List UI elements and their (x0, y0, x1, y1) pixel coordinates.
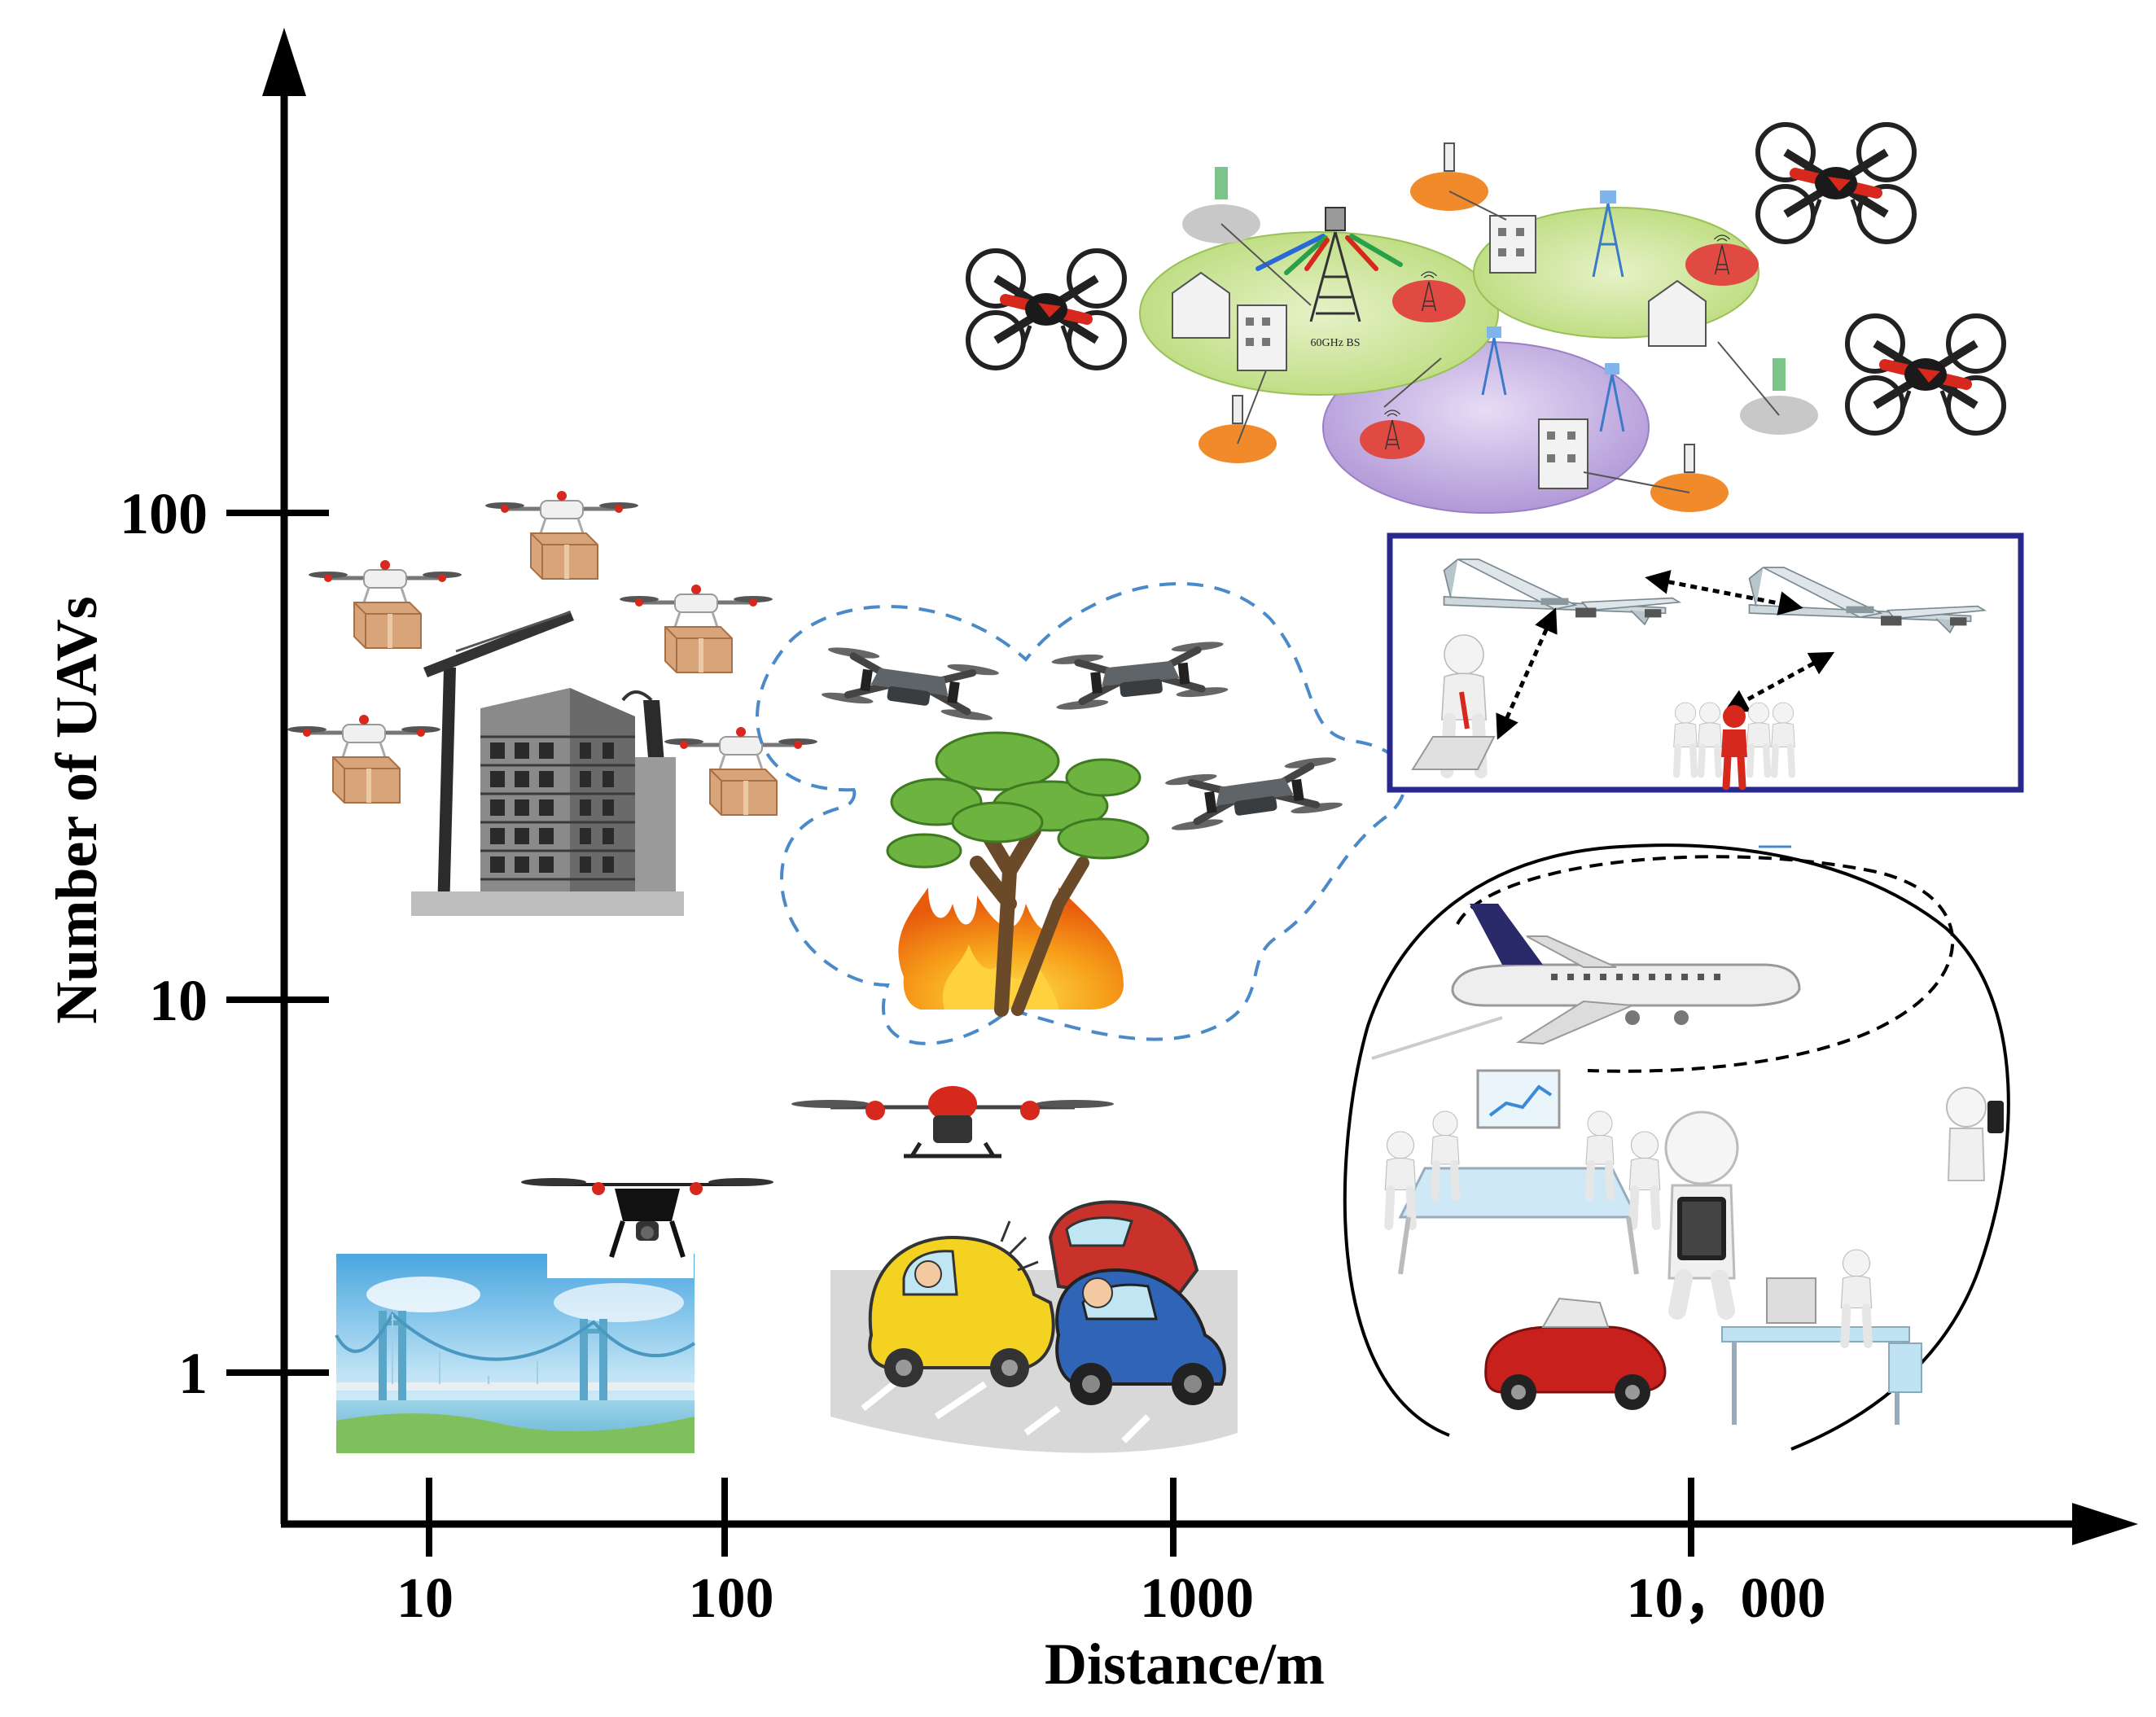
forest-fire-illustration (886, 731, 1150, 1017)
y-tick-label-1: 1 (178, 1341, 208, 1406)
delivery-drone-icon (664, 727, 817, 815)
mavic-drone-icon (1164, 756, 1343, 833)
cellular-network-illustration: 60GHz BS (1139, 142, 1818, 514)
quadcopter-drone-icon (1847, 316, 2004, 433)
construction-building-illustration (411, 611, 684, 916)
delivery-drone-icon (287, 715, 440, 803)
connectivity-globe (1343, 843, 2010, 1451)
air-to-ground-link (1496, 607, 1558, 740)
y-tick-label-100: 100 (120, 481, 208, 546)
x-tick-label-100: 100 (689, 1567, 774, 1630)
team-icon (1674, 703, 1795, 791)
x-axis-label: Distance/m (1045, 1632, 1325, 1697)
x-tick-label-10000: 10，000 (1627, 1567, 1826, 1630)
y-tick-label-10: 10 (149, 968, 208, 1033)
quadcopter-drone-icon (968, 251, 1124, 368)
mavic-drone-icon (1051, 640, 1229, 712)
airplane-icon (1371, 904, 1801, 1060)
meeting-room-illustration (1385, 1069, 1659, 1275)
operator-icon (1411, 635, 1496, 772)
camera-drone-icon (521, 1178, 773, 1258)
delivery-drone-icon (485, 491, 638, 579)
y-axis-label: Number of UAVs (44, 596, 109, 1023)
person-tablet-icon (1664, 1110, 1739, 1320)
person-laptop-icon (1721, 1250, 1922, 1425)
person-phone-icon (1946, 1087, 2004, 1181)
quadcopter-drone-icon (1758, 125, 1914, 242)
air-to-air-link (1645, 570, 1803, 615)
base-station-label: 60GHz BS (1310, 337, 1360, 349)
x-tick-label-10: 10 (397, 1567, 454, 1630)
red-car-icon (1484, 1297, 1667, 1410)
delivery-drone-icon (620, 585, 773, 672)
coverage-cloud-outline (756, 582, 1408, 1045)
mavic-drone-icon (821, 646, 999, 723)
y-axis-arrow (262, 28, 306, 96)
x-axis-arrow (2072, 1503, 2138, 1545)
air-to-ground-link (1723, 651, 1835, 713)
delivery-drone-icon (309, 560, 462, 648)
car-accident-illustration (830, 1200, 1238, 1453)
x-tick-label-1000: 1000 (1140, 1567, 1254, 1630)
bridge-illustration (335, 1254, 696, 1453)
agricultural-drone-icon (791, 1086, 1114, 1159)
axes: 100 10 1 10 100 1000 10，000 Distance/m N… (44, 28, 2138, 1697)
